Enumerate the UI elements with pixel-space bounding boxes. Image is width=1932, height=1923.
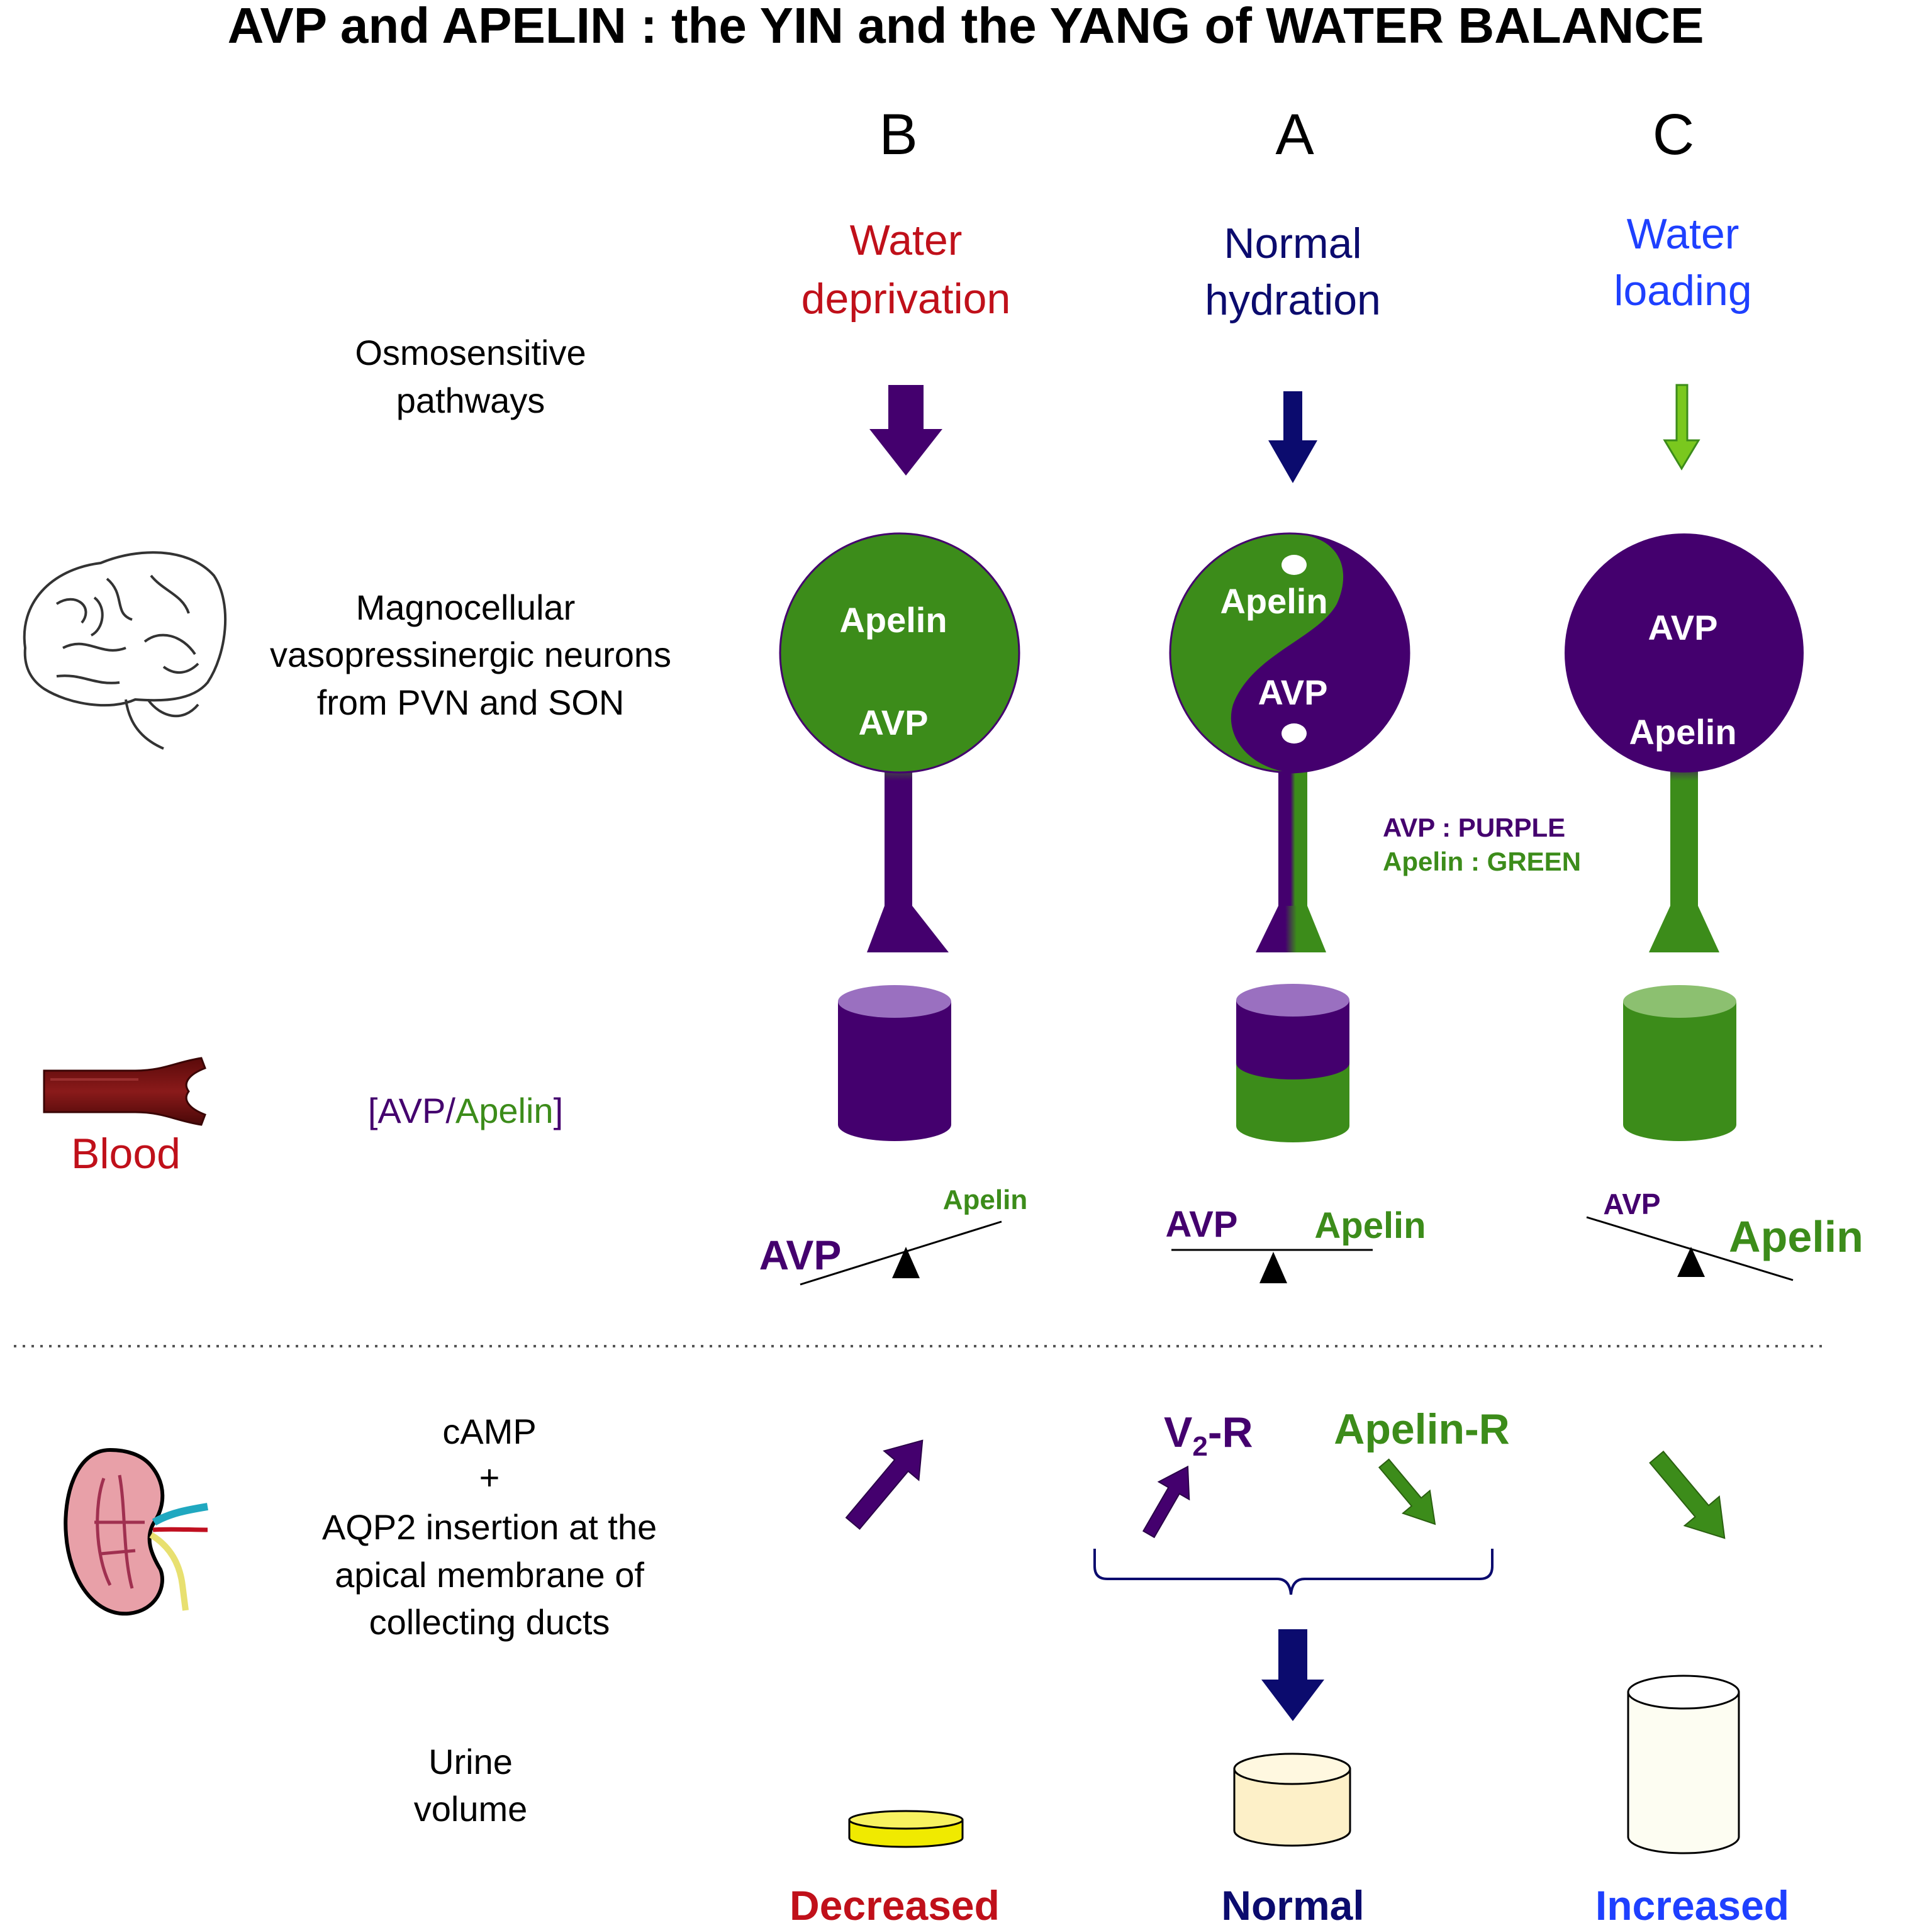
blood-cylinder-c <box>1623 985 1736 1141</box>
camp-arrow-down-a <box>1378 1458 1436 1525</box>
blood-vessel-icon <box>43 1057 206 1126</box>
label-camp-line3: AQP2 insertion at the <box>322 1507 657 1547</box>
label-urine-line1: Urine <box>428 1742 513 1781</box>
ratio-slash: / <box>445 1091 455 1130</box>
ratio-avp: AVP <box>377 1091 445 1130</box>
receptor-v2-sub: 2 <box>1192 1431 1207 1462</box>
label-magno-line1: Magnocellular <box>356 588 576 627</box>
label-camp-line5: collecting ducts <box>369 1602 610 1642</box>
osmo-arrow-c <box>1663 384 1700 471</box>
ratio-open: [ <box>368 1091 378 1130</box>
ratio-apelin: Apelin <box>455 1091 554 1130</box>
urine-result-c: Increased <box>1595 1882 1789 1923</box>
camp-arrow-down-c <box>1649 1451 1726 1539</box>
condition-b-line1: Water <box>850 216 963 264</box>
column-letter-b: B <box>879 103 917 167</box>
urine-result-a: Normal <box>1221 1882 1364 1923</box>
condition-c-line1: Water <box>1627 210 1739 258</box>
legend-apelin: Apelin : GREEN <box>1383 847 1581 876</box>
balance-c <box>1586 1216 1794 1281</box>
urine-cylinder-b <box>848 1810 964 1848</box>
column-letter-c: C <box>1653 103 1694 167</box>
balance-c-avp: AVP <box>1603 1188 1660 1220</box>
balance-a <box>1171 1249 1373 1283</box>
neuron-b-label-bottom: AVP <box>859 703 929 742</box>
condition-b-line2: deprivation <box>801 275 1011 323</box>
balance-b-apelin: Apelin <box>943 1184 1027 1215</box>
label-camp-line2: + <box>479 1458 500 1497</box>
label-urine-line2: volume <box>414 1789 528 1829</box>
camp-arrow-up-b <box>845 1439 924 1530</box>
receptor-v2-tail: -R <box>1208 1408 1253 1456</box>
label-osmo-line2: pathways <box>396 381 545 420</box>
blood-label: Blood <box>71 1130 181 1178</box>
label-osmo-line1: Osmosensitive <box>355 333 586 372</box>
balance-a-apelin: Apelin <box>1314 1205 1426 1246</box>
ratio-close: ] <box>554 1091 564 1130</box>
condition-c-line2: loading <box>1614 267 1751 315</box>
label-ratio: [AVP/Apelin] <box>368 1091 563 1130</box>
label-camp-line4: apical membrane of <box>335 1555 644 1595</box>
neuron-b-label-top: Apelin <box>839 600 947 640</box>
condition-a-line1: Normal <box>1224 220 1361 267</box>
blood-cylinder-b <box>838 985 951 1141</box>
balance-c-apelin: Apelin <box>1729 1212 1863 1261</box>
neuron-a-label-bottom: AVP <box>1258 672 1328 712</box>
urine-result-b: Decreased <box>790 1882 1000 1923</box>
receptor-apelin: Apelin-R <box>1334 1405 1510 1453</box>
brain-icon <box>23 551 227 750</box>
label-camp-line1: cAMP <box>442 1412 536 1451</box>
urine-cylinder-c <box>1627 1675 1740 1854</box>
receptor-v2-main: V <box>1164 1408 1192 1456</box>
urine-cylinder-a <box>1233 1753 1351 1847</box>
kidney-icon <box>64 1447 208 1616</box>
result-arrow-a <box>1261 1629 1324 1721</box>
label-magno-line3: from PVN and SON <box>317 683 625 722</box>
osmo-arrow-b <box>869 385 942 476</box>
condition-a-line2: hydration <box>1205 276 1381 324</box>
column-letter-a: A <box>1275 103 1314 167</box>
neuron-b <box>779 532 1020 952</box>
label-magno-line2: vasopressinergic neurons <box>270 635 671 674</box>
diagram-title: AVP and APELIN : the YIN and the YANG of… <box>228 0 1704 53</box>
blood-cylinder-a <box>1236 984 1349 1142</box>
camp-arrow-up-a <box>1142 1465 1190 1539</box>
balance-b-avp: AVP <box>759 1232 842 1278</box>
balance-a-avp: AVP <box>1166 1204 1238 1245</box>
neuron-c <box>1565 533 1804 952</box>
balance-b <box>800 1220 1002 1286</box>
summation-brace <box>1093 1549 1494 1595</box>
legend-avp: AVP : PURPLE <box>1383 813 1565 842</box>
neuron-a <box>1169 532 1410 952</box>
neuron-a-label-top: Apelin <box>1220 581 1327 621</box>
neuron-c-label-bottom: Apelin <box>1629 712 1736 752</box>
osmo-arrow-a <box>1268 391 1317 483</box>
neuron-c-label-top: AVP <box>1648 608 1718 647</box>
receptor-v2: V2-R <box>1164 1408 1253 1462</box>
